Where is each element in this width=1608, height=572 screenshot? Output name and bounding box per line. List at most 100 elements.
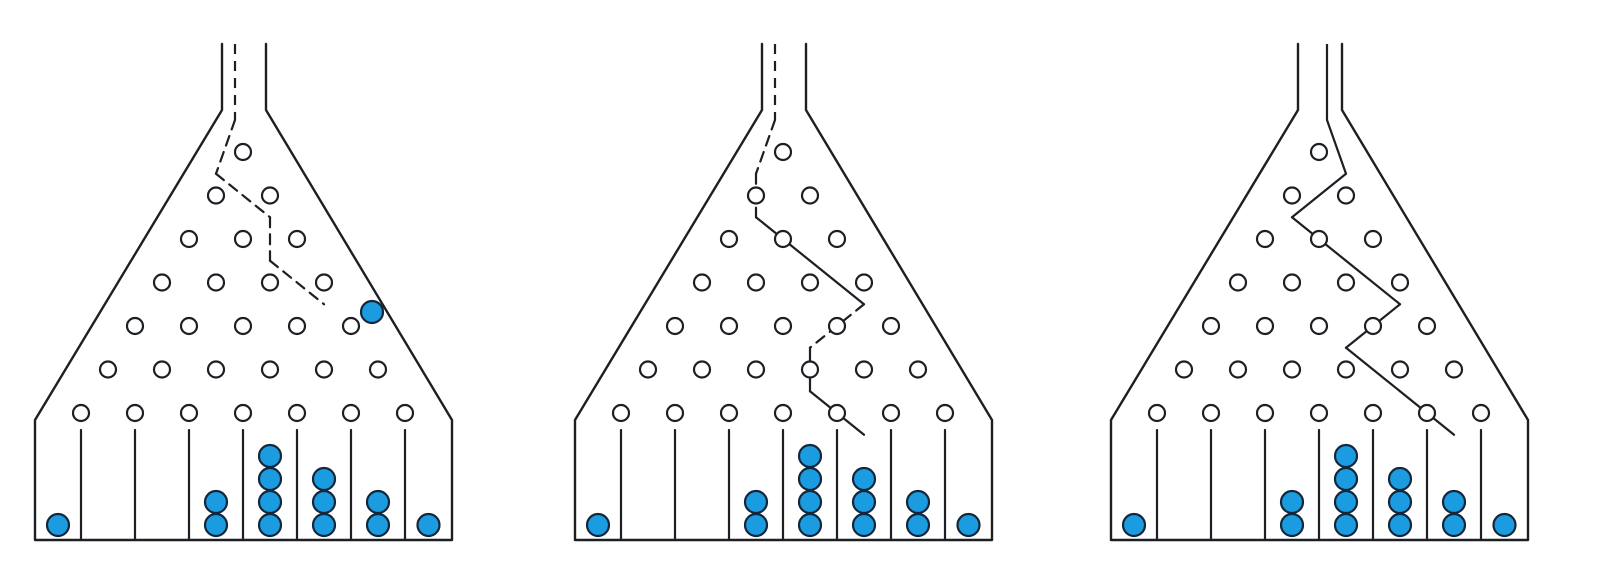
- peg: [98, 360, 118, 379]
- peg: [233, 142, 253, 162]
- peg: [719, 316, 739, 336]
- collected-ball: [905, 489, 931, 515]
- peg: [1201, 316, 1221, 336]
- collected-ball: [257, 466, 283, 492]
- peg: [1390, 273, 1410, 292]
- peg: [233, 316, 253, 336]
- peg: [665, 316, 685, 336]
- ball-path-segment: [268, 259, 326, 306]
- collected-ball: [1279, 512, 1305, 538]
- peg: [638, 360, 658, 379]
- peg: [1444, 360, 1464, 379]
- ball-path-segment: [1325, 118, 1348, 175]
- collected-ball: [797, 466, 823, 492]
- peg: [1147, 403, 1167, 423]
- peg: [881, 316, 901, 336]
- peg: [1417, 316, 1437, 336]
- collected-ball: [257, 512, 283, 538]
- peg: [1309, 142, 1329, 162]
- peg: [1174, 360, 1194, 379]
- collected-ball: [311, 466, 337, 492]
- peg: [611, 403, 631, 423]
- peg: [800, 273, 820, 292]
- peg: [233, 229, 253, 249]
- peg: [368, 360, 388, 379]
- collected-ball: [257, 489, 283, 515]
- collected-ball: [45, 512, 71, 538]
- peg: [125, 403, 145, 423]
- peg: [1309, 316, 1329, 336]
- collected-ball: [797, 512, 823, 538]
- peg: [287, 316, 307, 336]
- peg: [1390, 360, 1410, 379]
- galton-board-3: [1109, 42, 1530, 542]
- ball-path-segment: [1344, 346, 1402, 393]
- peg: [773, 229, 793, 249]
- collected-ball: [1333, 466, 1359, 492]
- falling-ball: [359, 299, 385, 325]
- collected-ball: [905, 512, 931, 538]
- peg: [260, 186, 280, 205]
- peg: [1336, 186, 1356, 205]
- collected-ball: [1492, 512, 1517, 538]
- peg: [773, 316, 793, 336]
- peg: [719, 229, 739, 249]
- peg: [179, 229, 199, 249]
- peg: [1282, 186, 1302, 205]
- peg: [341, 403, 361, 423]
- collected-ball: [956, 512, 981, 538]
- peg: [260, 360, 280, 379]
- peg: [719, 403, 739, 423]
- peg: [341, 316, 361, 336]
- collected-ball: [365, 489, 391, 515]
- peg: [1309, 403, 1329, 423]
- collected-ball: [365, 512, 391, 538]
- peg: [206, 273, 226, 292]
- peg: [854, 273, 874, 292]
- peg: [1471, 403, 1491, 423]
- peg: [125, 316, 145, 336]
- collected-ball: [797, 489, 823, 515]
- peg: [1255, 403, 1275, 423]
- peg: [881, 403, 901, 423]
- collected-ball: [1441, 489, 1467, 515]
- collected-ball: [1333, 512, 1359, 538]
- peg: [1228, 360, 1248, 379]
- collected-ball: [1441, 512, 1467, 538]
- peg: [1282, 360, 1302, 379]
- ball-path-segment: [214, 118, 237, 175]
- peg: [179, 403, 199, 423]
- peg: [692, 360, 712, 379]
- peg: [314, 273, 334, 292]
- peg: [854, 360, 874, 379]
- collected-ball: [1387, 466, 1413, 492]
- peg: [692, 273, 712, 292]
- collected-ball: [797, 443, 823, 469]
- peg: [152, 273, 172, 292]
- peg: [1201, 403, 1221, 423]
- peg: [665, 403, 685, 423]
- peg: [287, 403, 307, 423]
- peg: [827, 403, 847, 423]
- collected-ball: [585, 512, 611, 538]
- collected-ball: [1279, 489, 1305, 515]
- collected-ball: [311, 489, 337, 515]
- collected-ball: [1387, 489, 1413, 515]
- peg: [827, 229, 847, 249]
- peg: [746, 273, 766, 292]
- collected-ball: [311, 512, 337, 538]
- peg: [827, 316, 847, 336]
- galton-board-2: [573, 42, 994, 542]
- ball-path-segment: [1344, 259, 1402, 306]
- peg: [1363, 403, 1383, 423]
- collected-ball: [743, 512, 769, 538]
- galton-board-1: [33, 42, 454, 542]
- peg: [935, 403, 955, 423]
- collected-ball: [851, 466, 877, 492]
- collected-ball: [1333, 443, 1359, 469]
- collected-ball: [851, 489, 877, 515]
- peg: [260, 273, 280, 292]
- peg: [314, 360, 334, 379]
- peg: [287, 229, 307, 249]
